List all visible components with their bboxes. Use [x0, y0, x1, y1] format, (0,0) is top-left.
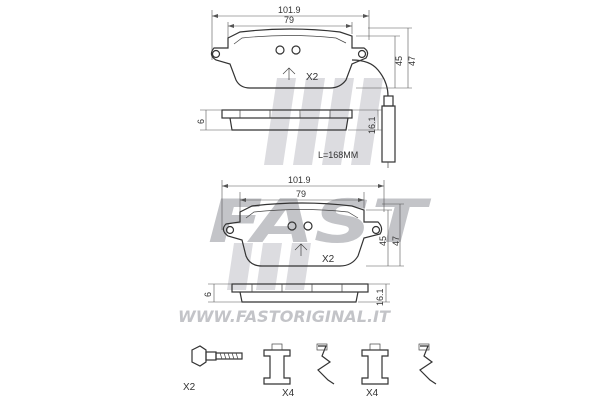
- spring-clip-b-icon: X4: [361, 343, 389, 399]
- guide-bolt-icon: X2: [183, 345, 243, 393]
- bottom-pad-front-view: 101.9 79 X2 45 47: [221, 175, 404, 267]
- top-height-outer: 47: [407, 56, 417, 66]
- bottom-thickness: 6: [203, 292, 213, 297]
- website-url: WWW.FASTORIGINAL.IT: [178, 307, 391, 326]
- top-thickness-plate: 16.1: [367, 116, 377, 134]
- top-height-inner: 45: [394, 56, 404, 66]
- top-pad-front-view: 101.9 79 X2 45 47 L=168MM: [210, 5, 417, 168]
- top-pad-quantity: X2: [306, 72, 319, 83]
- bottom-width-outer: 101.9: [288, 175, 311, 185]
- bottom-pad-side-view: 6 16.1: [203, 283, 390, 306]
- top-thickness: 6: [196, 119, 206, 124]
- bottom-width-inner: 79: [296, 189, 306, 199]
- spring-clip-a-icon: X4: [263, 343, 295, 399]
- accessory-qty-clip-b: X4: [366, 388, 379, 399]
- top-width-outer: 101.9: [278, 5, 301, 15]
- bottom-height-outer: 47: [391, 236, 401, 246]
- accessory-qty-clip-a: X4: [282, 388, 295, 399]
- bottom-pad-quantity: X2: [322, 254, 335, 265]
- bottom-thickness-plate: 16.1: [375, 288, 385, 306]
- top-width-inner: 79: [284, 15, 294, 25]
- accessory-qty-bolt: X2: [183, 382, 196, 393]
- fast-logo-watermark: FAST WWW.FASTORIGINAL.IT: [178, 78, 431, 326]
- spring-clip-a-side-icon: [316, 343, 335, 385]
- top-pad-side-view: 6 16.1: [196, 109, 382, 134]
- spring-clip-b-side-icon: [418, 343, 437, 385]
- top-sensor-length: L=168MM: [318, 150, 358, 160]
- bottom-height-inner: 45: [378, 236, 388, 246]
